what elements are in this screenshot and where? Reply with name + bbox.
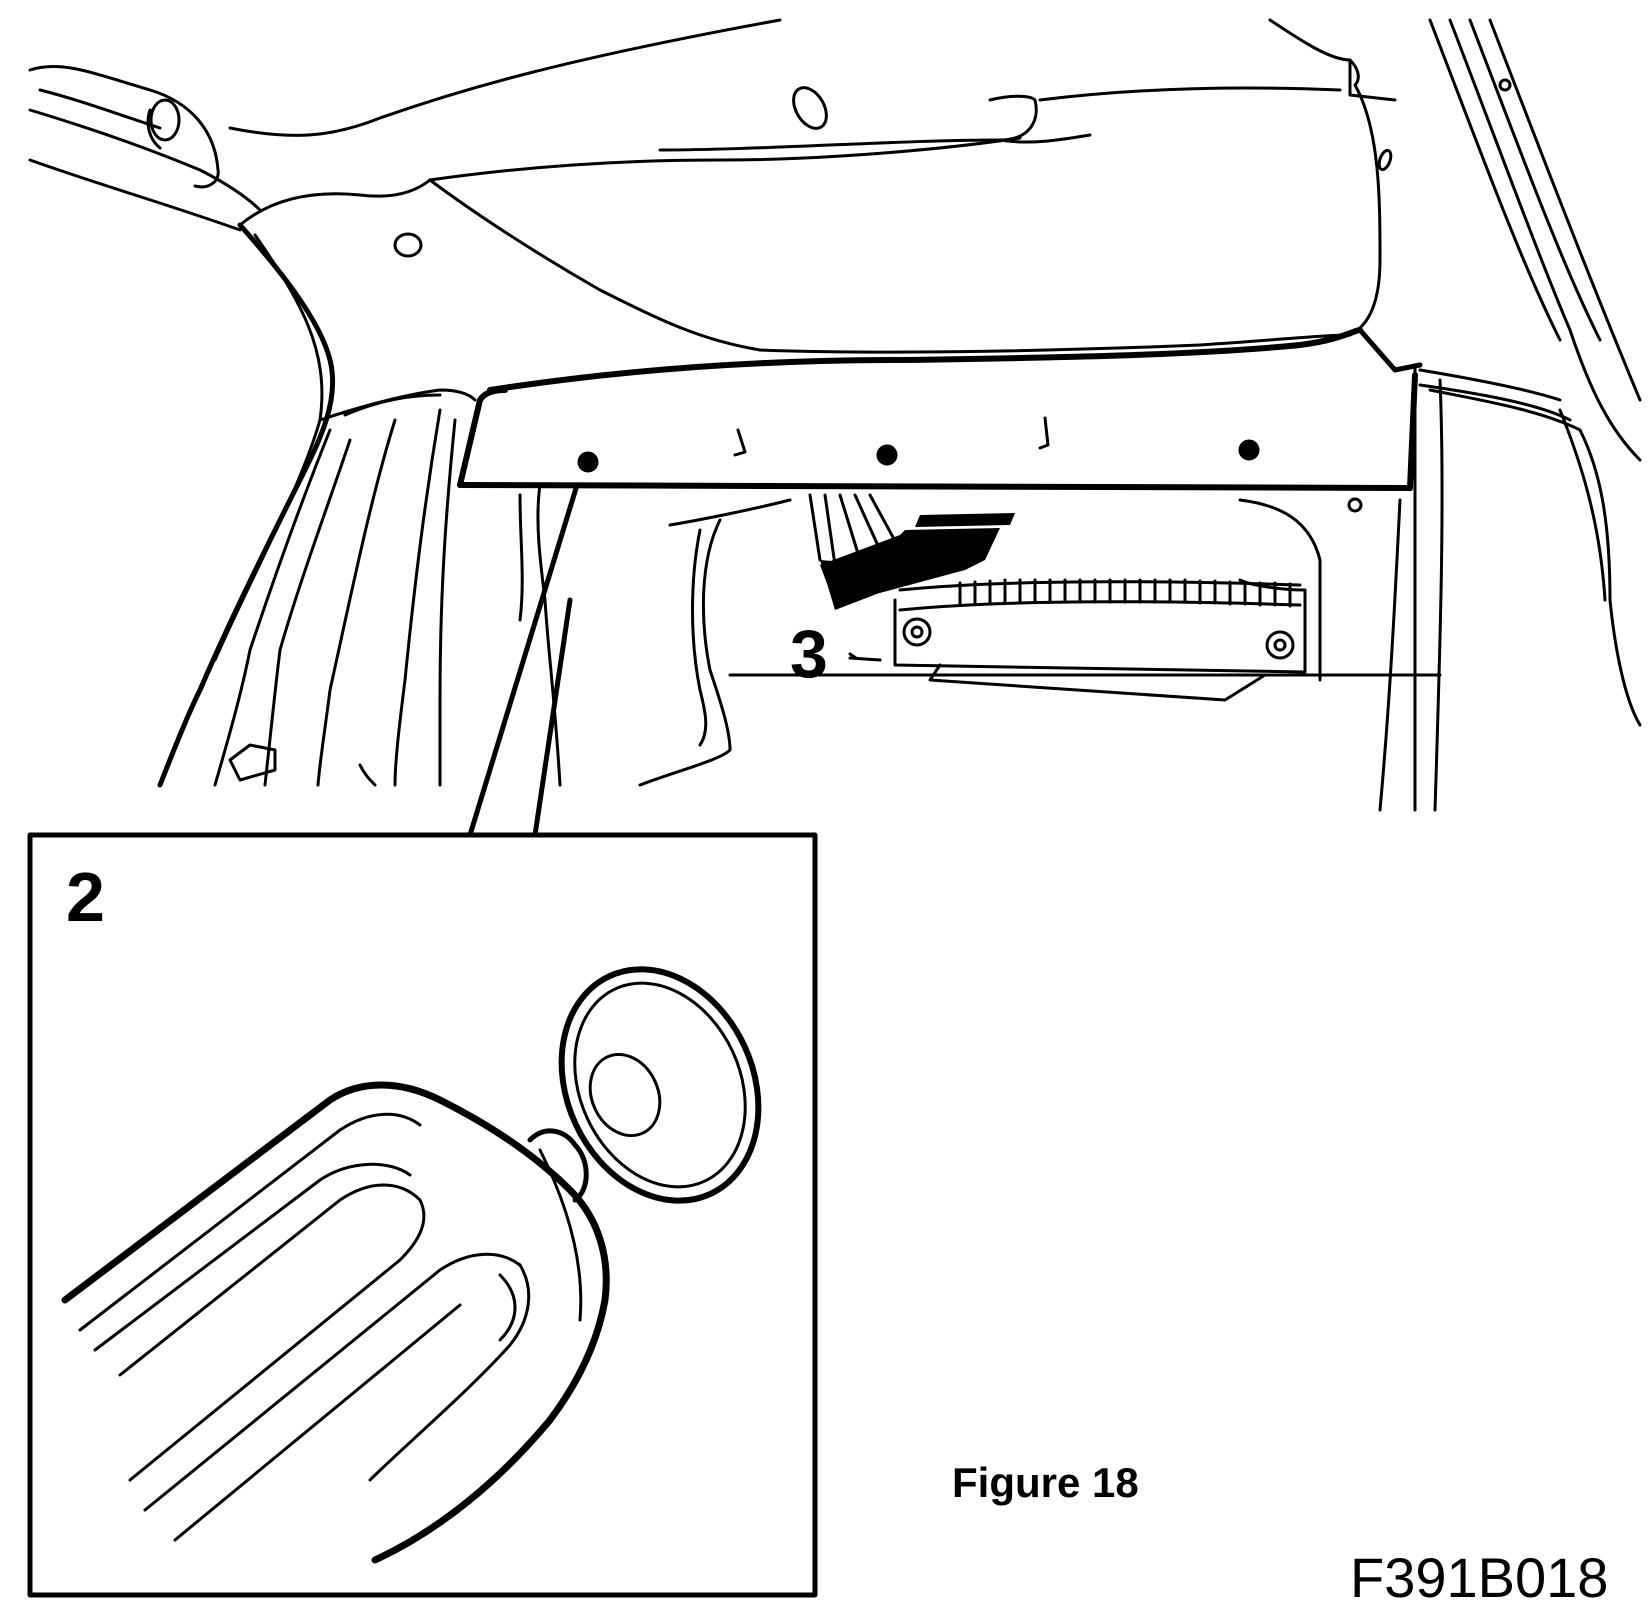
figure-caption: Figure 18 <box>952 1459 1139 1506</box>
vehicle-interior-drawing <box>30 20 1640 810</box>
direction-arrow-icon <box>820 513 1015 610</box>
step-callout-number: 3 <box>790 616 828 692</box>
detail-callout-number: 2 <box>66 858 105 936</box>
detail-inset <box>30 485 815 1595</box>
figure-code: F391B018 <box>1350 1546 1609 1609</box>
